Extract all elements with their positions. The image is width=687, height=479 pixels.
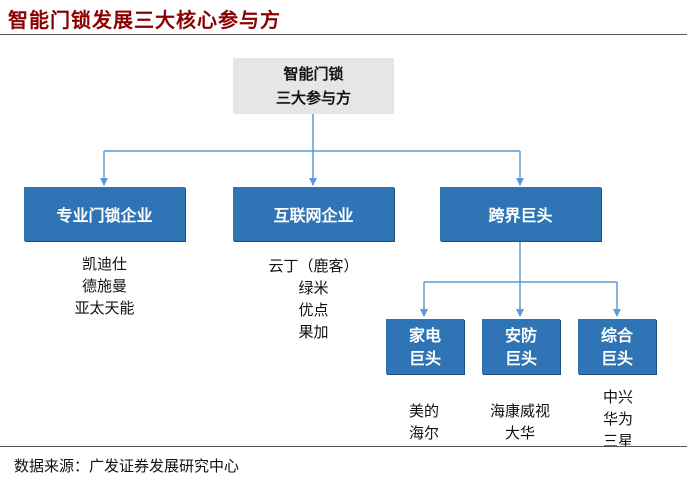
- list-item: 果加: [298, 323, 329, 341]
- subcategory-conglomerate: 综合 巨头: [578, 319, 656, 374]
- subcategory-appliance: 家电 巨头: [386, 319, 464, 374]
- list-item: 凯迪仕: [81, 255, 127, 273]
- list-item: 优点: [298, 301, 329, 319]
- subcategory-line-2: 巨头: [408, 348, 441, 368]
- subcategory-line-2: 巨头: [504, 348, 537, 368]
- conglomerate-list: 中兴 华为 三星: [568, 386, 668, 446]
- subcategory-line-2: 巨头: [600, 348, 633, 368]
- root-line-2: 三大参与方: [275, 89, 351, 107]
- category-crossover: 跨界巨头: [440, 187, 601, 241]
- list-item: 华为: [602, 410, 633, 428]
- source-note: 数据来源：广发证券发展研究中心: [14, 457, 240, 475]
- footer-divider: [0, 446, 687, 447]
- list-item: 云丁（鹿客）: [268, 257, 359, 275]
- subcategory-line-1: 家电: [408, 325, 441, 345]
- list-item: 德施曼: [81, 277, 127, 295]
- title-divider: [0, 34, 687, 35]
- list-item: 中兴: [602, 388, 633, 406]
- list-item: 海尔: [408, 424, 439, 442]
- subcategory-security: 安防 巨头: [482, 319, 560, 374]
- subcategory-line-1: 安防: [504, 325, 537, 345]
- category-lock-makers: 专业门锁企业: [24, 187, 185, 241]
- root-line-1: 智能门锁: [283, 65, 344, 83]
- lock-makers-list: 凯迪仕 德施曼 亚太天能: [24, 253, 185, 319]
- category-label: 专业门锁企业: [56, 206, 153, 225]
- subcategory-line-1: 综合: [600, 325, 633, 345]
- internet-list: 云丁（鹿客） 绿米 优点 果加: [233, 255, 394, 343]
- root-node: 智能门锁 三大参与方: [233, 58, 394, 114]
- list-item: 亚太天能: [74, 299, 135, 317]
- list-item: 绿米: [298, 279, 329, 297]
- category-internet: 互联网企业: [233, 187, 394, 241]
- security-list: 海康威视 大华: [472, 400, 568, 446]
- category-label: 互联网企业: [273, 206, 354, 225]
- list-item: 三星: [602, 432, 633, 446]
- list-item: 海康威视: [489, 402, 550, 420]
- category-label: 跨界巨头: [488, 206, 553, 225]
- appliance-list: 美的 海尔: [376, 400, 472, 446]
- page-title: 智能门锁发展三大核心参与方: [8, 8, 281, 32]
- list-item: 美的: [408, 402, 439, 420]
- list-item: 大华: [504, 424, 535, 442]
